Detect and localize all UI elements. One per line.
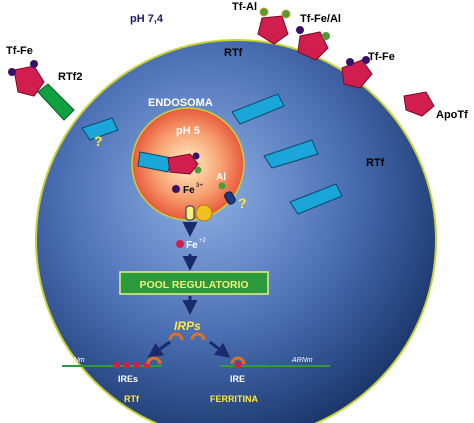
label-endosoma: ENDOSOMA (148, 97, 213, 109)
pool-box (119, 271, 269, 295)
label-fe3-charge: 3+ (196, 183, 203, 189)
label-tf-fe-left: Tf-Fe (6, 45, 33, 57)
ires-elements (114, 356, 162, 368)
fe2-dot (176, 240, 184, 248)
al-dot (218, 182, 226, 190)
ire-element (230, 356, 246, 368)
label-ph-inside: pH 5 (176, 125, 200, 137)
label-fe2: Fe (186, 240, 198, 251)
pool-label: POOL REGULATORIO (139, 279, 248, 291)
label-al: Al (216, 172, 226, 183)
tf-fe-al-molecule (296, 26, 330, 61)
fe3-dot (172, 185, 180, 193)
label-ph-outside: pH 7,4 (130, 13, 164, 25)
apotf-molecule (403, 91, 435, 117)
label-ire: IRE (230, 374, 245, 384)
label-ires: IREs (118, 374, 138, 384)
question-mark-left: ? (94, 133, 103, 149)
recycling-receptor-left (81, 117, 119, 141)
arrow-irps-to-ires (147, 340, 171, 358)
label-tf-fe-al: Tf-Fe/Al (300, 13, 341, 25)
endosome-transferrin (167, 152, 202, 175)
label-tf-al: Tf-Al (232, 1, 257, 13)
label-arnm-right: ARNm (291, 357, 313, 364)
question-mark-right: ? (238, 195, 247, 211)
cell-body (35, 39, 437, 423)
al-exit-channel (224, 191, 236, 205)
rtf2-receptor (37, 83, 75, 121)
tf-al-molecule (257, 7, 291, 45)
label-rtf-right: RTf (366, 157, 385, 169)
label-rtf-bottom: RTf (124, 394, 140, 404)
label-irps: IRPs (174, 319, 201, 333)
irp-protein-icons (168, 332, 206, 341)
tf-fe-right-molecule (341, 56, 373, 89)
arrow-irps-to-ire (209, 340, 231, 358)
tf-fe-left-molecule (8, 60, 45, 97)
label-rtf-top: RTf (224, 47, 243, 59)
dmt1-transporter (185, 204, 213, 222)
recycling-receptor-right (263, 139, 319, 169)
recycling-receptor-far-right (289, 183, 343, 215)
label-fe2-charge: +2 (199, 238, 207, 244)
label-apotf: ApoTf (436, 109, 468, 121)
label-arnm-left: ARNm (63, 357, 85, 364)
label-fe3: Fe (183, 185, 195, 196)
recycling-receptor-top (231, 93, 285, 125)
label-tf-fe-right: Tf-Fe (368, 51, 395, 63)
label-rtf2: RTf2 (58, 71, 82, 83)
endosome-receptor (137, 151, 173, 173)
label-ferritina: FERRITINA (210, 394, 258, 404)
